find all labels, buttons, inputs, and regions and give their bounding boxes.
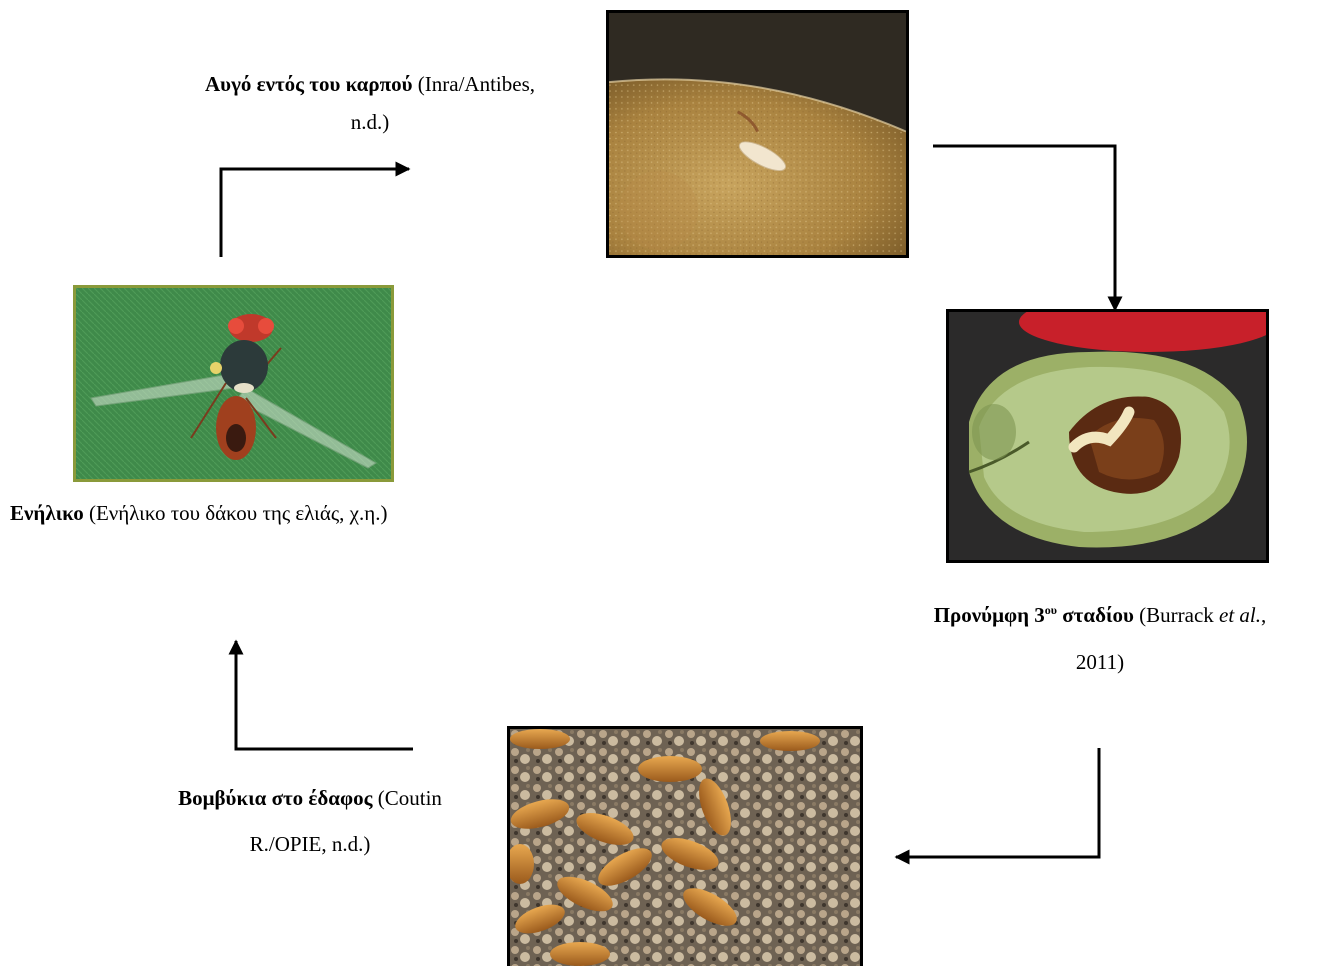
arrow-adult-to-egg: [219, 161, 411, 257]
egg-caption: Αυγό εντός του καρπού (Inra/Antibes, n.d…: [150, 74, 590, 133]
larva-citation-italic: et al.: [1219, 603, 1262, 627]
egg-title: Αυγό εντός του καρπού: [205, 72, 413, 96]
arrow-egg-to-larva: [933, 144, 1123, 312]
adult-caption: Ενήλικο (Ενήλικο του δάκου της ελιάς, χ.…: [10, 503, 510, 524]
larva-title-suffix: σταδίου: [1057, 603, 1134, 627]
egg-photo: [606, 10, 909, 258]
larva-photo: [946, 309, 1269, 563]
egg-citation-cont: n.d.): [350, 110, 390, 134]
larva-caption: Προνύμφη 3ου σταδίου (Burrack et al., 20…: [880, 604, 1320, 673]
pupa-title: Βομβύκια στο έδαφος: [178, 786, 373, 810]
adult-citation: (Ενήλικο του δάκου της ελιάς, χ.η.): [88, 501, 388, 525]
adult-photo: [73, 285, 394, 482]
pupa-citation-cont: R./OPIE, n.d.): [249, 832, 371, 856]
pupa-photo: [507, 726, 863, 966]
adult-title: Ενήλικο: [10, 501, 84, 525]
larva-citation-cont: 2011): [1075, 650, 1125, 674]
egg-citation: (Inra/Antibes,: [417, 72, 535, 96]
larva-title: Προνύμφη 3: [933, 603, 1045, 627]
pupa-citation: (Coutin: [377, 786, 442, 810]
larva-citation: (Burrack: [1139, 603, 1220, 627]
larva-citation-close: ,: [1261, 603, 1267, 627]
pupa-caption: Βομβύκια στο έδαφος (Coutin R./OPIE, n.d…: [130, 788, 490, 855]
larva-title-sup: ου: [1044, 603, 1057, 617]
arrow-pupa-to-adult: [228, 639, 413, 751]
arrow-larva-to-pupa: [894, 748, 1101, 865]
